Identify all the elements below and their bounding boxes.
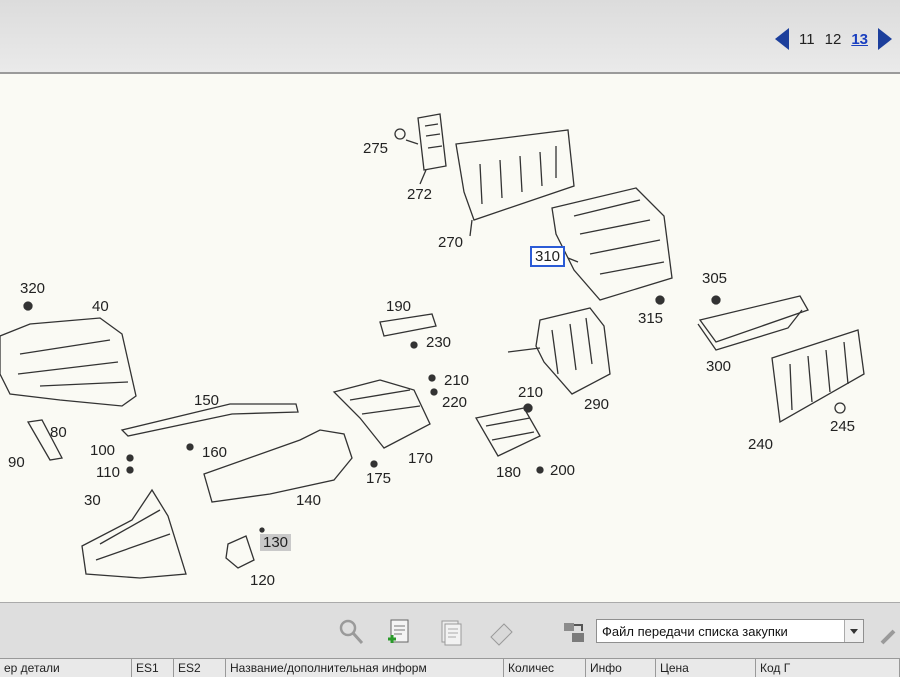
parts-table-header: ер детали ES1 ES2 Название/дополнительна… bbox=[0, 658, 900, 677]
callout-175[interactable]: 175 bbox=[366, 470, 392, 487]
callout-300[interactable]: 300 bbox=[706, 358, 732, 375]
callout-90[interactable]: 90 bbox=[8, 454, 25, 471]
callout-80[interactable]: 80 bbox=[50, 424, 67, 441]
next-page-arrow-icon[interactable] bbox=[878, 28, 892, 50]
bottom-toolbar: Файл передачи списка закупки bbox=[0, 602, 900, 659]
tools-icon[interactable] bbox=[878, 617, 900, 647]
callout-30[interactable]: 30 bbox=[84, 492, 101, 509]
callout-170[interactable]: 170 bbox=[408, 450, 434, 467]
add-to-list-icon[interactable] bbox=[384, 617, 414, 647]
page-link-11[interactable]: 11 bbox=[799, 30, 815, 48]
column-header-es1[interactable]: ES1 bbox=[132, 659, 174, 677]
top-bar: 11 12 13 bbox=[0, 0, 900, 74]
callout-210[interactable]: 210 bbox=[444, 372, 470, 389]
parts-illustration bbox=[0, 113, 865, 579]
callout-150[interactable]: 150 bbox=[194, 392, 220, 409]
callout-110[interactable]: 110 bbox=[96, 464, 120, 481]
parts-diagram: 275 272 270 310 315 305 300 320 40 190 2… bbox=[0, 74, 900, 602]
export-file-dropdown[interactable]: Файл передачи списка закупки bbox=[596, 619, 864, 643]
parts-list-icon[interactable] bbox=[436, 617, 466, 647]
callout-315[interactable]: 315 bbox=[638, 310, 664, 327]
eraser-icon[interactable] bbox=[486, 617, 516, 647]
chevron-down-icon[interactable] bbox=[844, 620, 863, 642]
column-header-name[interactable]: Название/дополнительная информ bbox=[226, 659, 504, 677]
column-header-code[interactable]: Код Г bbox=[756, 659, 900, 677]
search-part-icon[interactable] bbox=[336, 617, 366, 647]
callout-120[interactable]: 120 bbox=[250, 572, 276, 589]
column-header-price[interactable]: Цена bbox=[656, 659, 756, 677]
callout-270[interactable]: 270 bbox=[438, 234, 464, 251]
callout-40[interactable]: 40 bbox=[92, 298, 109, 315]
callout-310[interactable]: 310 bbox=[530, 246, 566, 267]
callout-130[interactable]: 130 bbox=[260, 534, 292, 551]
callout-240[interactable]: 240 bbox=[748, 436, 774, 453]
column-header-info[interactable]: Инфо bbox=[586, 659, 656, 677]
transfer-icon[interactable] bbox=[560, 617, 590, 647]
previous-page-arrow-icon[interactable] bbox=[775, 28, 790, 50]
callout-100[interactable]: 100 bbox=[90, 442, 116, 459]
callout-190[interactable]: 190 bbox=[386, 298, 412, 315]
callout-200[interactable]: 200 bbox=[550, 462, 576, 479]
column-header-quantity[interactable]: Количес bbox=[504, 659, 586, 677]
callout-220[interactable]: 220 bbox=[442, 394, 468, 411]
callout-230[interactable]: 230 bbox=[426, 334, 452, 351]
column-header-es2[interactable]: ES2 bbox=[174, 659, 226, 677]
callout-320[interactable]: 320 bbox=[20, 280, 46, 297]
callout-245[interactable]: 245 bbox=[830, 418, 856, 435]
callout-290[interactable]: 290 bbox=[584, 396, 610, 413]
callout-180[interactable]: 180 bbox=[496, 464, 522, 481]
page-link-12[interactable]: 12 bbox=[824, 30, 842, 48]
callout-140[interactable]: 140 bbox=[296, 492, 322, 509]
callout-160[interactable]: 160 bbox=[202, 444, 228, 461]
callout-305[interactable]: 305 bbox=[702, 270, 728, 287]
page-link-current[interactable]: 13 bbox=[851, 30, 868, 48]
column-header-part-number[interactable]: ер детали bbox=[0, 659, 132, 677]
pagination: 11 12 13 bbox=[775, 28, 892, 50]
export-file-dropdown-value: Файл передачи списка закупки bbox=[602, 624, 788, 639]
callout-275[interactable]: 275 bbox=[363, 140, 389, 157]
callout-210-second[interactable]: 210 bbox=[518, 384, 544, 401]
callout-272[interactable]: 272 bbox=[407, 186, 433, 203]
